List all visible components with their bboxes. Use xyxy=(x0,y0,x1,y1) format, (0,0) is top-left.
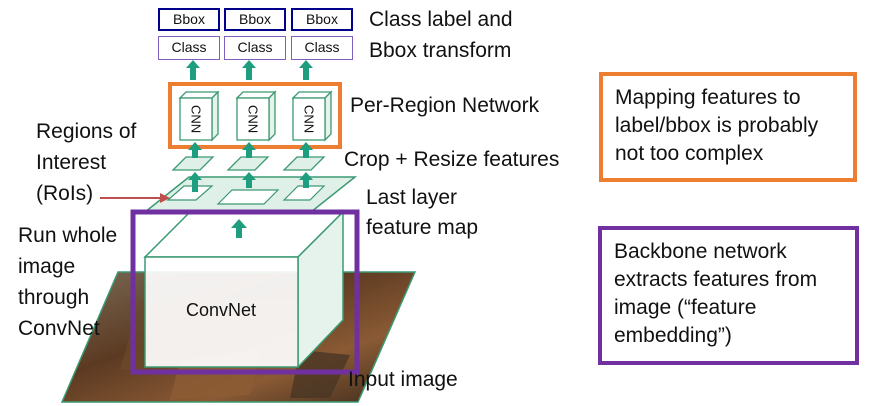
rois-label-line1: Regions of xyxy=(36,120,137,143)
convnet-label: ConvNet xyxy=(186,300,257,320)
per-region-outline xyxy=(168,82,342,149)
run-label-line1: Run whole xyxy=(18,224,118,247)
cnn-label: CNN xyxy=(245,104,261,134)
input-image-label: Input image xyxy=(348,368,458,391)
class-box: Class xyxy=(158,36,220,60)
bbox-box: Bbox xyxy=(291,8,353,31)
bbox-box: Bbox xyxy=(224,8,286,31)
backbone-note-line: extracts features from xyxy=(614,268,818,291)
cnn-blocks xyxy=(178,90,333,142)
run-label-line4: ConvNet xyxy=(18,317,100,340)
mapping-note-line: not too complex xyxy=(615,142,764,165)
cnn-label: CNN xyxy=(188,104,204,134)
mapping-note-line: label/bbox is probably xyxy=(615,114,819,137)
mapping-note: Mapping features to label/bbox is probab… xyxy=(599,72,857,182)
rois-label-line2: Interest xyxy=(36,151,107,174)
feature-map-label: feature map xyxy=(366,216,479,239)
backbone-note-line: Backbone network xyxy=(614,240,787,263)
backbone-note: Backbone network extracts features from … xyxy=(598,226,859,365)
run-label-line3: through xyxy=(18,286,90,309)
backbone-outline xyxy=(130,209,360,375)
backbone-note-line: embedding”) xyxy=(614,324,732,347)
bbox-box: Bbox xyxy=(158,8,220,31)
class-box: Class xyxy=(291,36,353,60)
per-region-network-label: Per-Region Network xyxy=(350,94,540,117)
roi-arrow xyxy=(100,193,170,203)
last-layer-label: Last layer xyxy=(366,186,458,209)
mapping-note-line: Mapping features to xyxy=(615,86,801,109)
run-label-line2: image xyxy=(18,255,76,278)
cropped-features xyxy=(171,156,326,171)
class-label-text: Class label and xyxy=(369,8,513,31)
class-box: Class xyxy=(224,36,286,60)
convnet-box xyxy=(143,210,345,369)
crop-resize-label: Crop + Resize features xyxy=(344,148,560,171)
cnn-label: CNN xyxy=(301,104,317,134)
green-arrows xyxy=(186,60,313,238)
rois-label-line3: (RoIs) xyxy=(36,182,94,205)
bbox-transform-text: Bbox transform xyxy=(369,39,512,62)
backbone-note-line: image (“feature xyxy=(614,296,757,319)
